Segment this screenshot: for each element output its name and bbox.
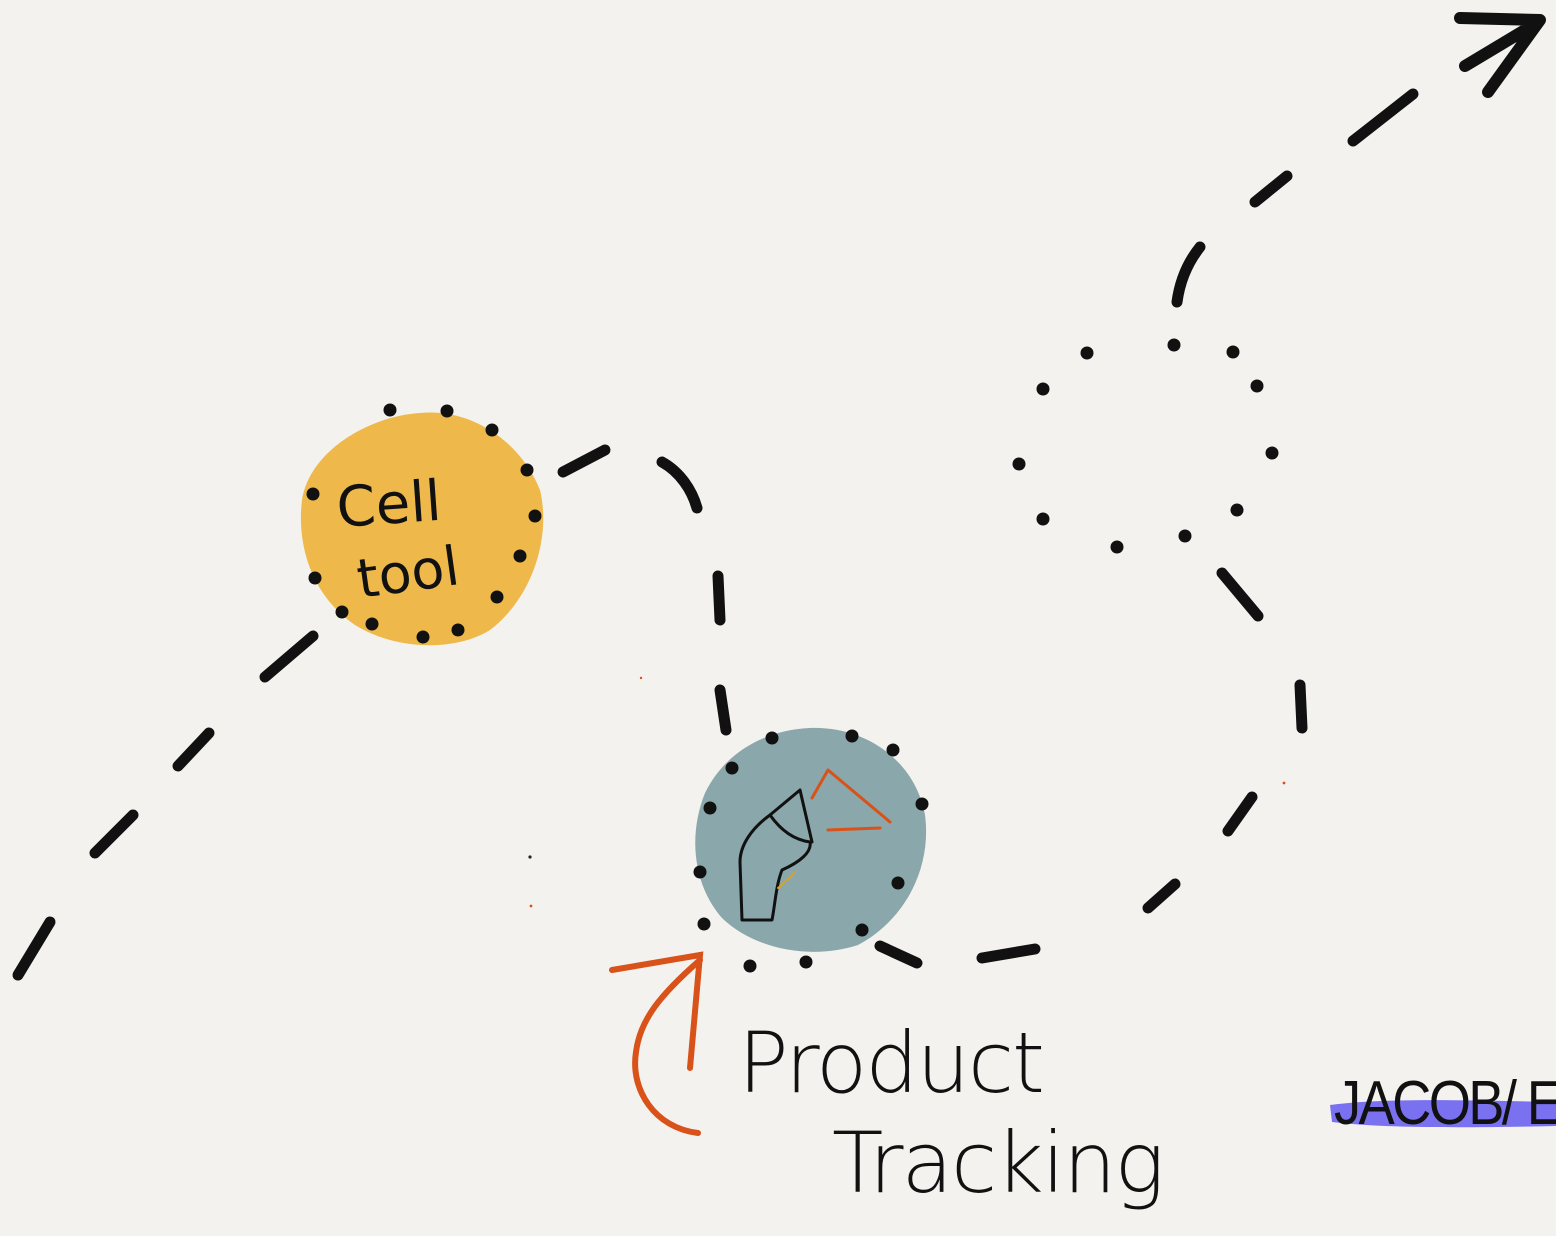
orange-pointer-arrow-icon: [609, 951, 704, 1136]
flag-icon: [738, 768, 892, 922]
journey-path-dashes: [12, 88, 1419, 981]
cell-tool-label-line2: tool: [353, 534, 463, 611]
cell-tool-blob: [300, 412, 544, 646]
cell-tool-dotted-ring: [306, 403, 542, 644]
cell-tool-label-line1: Cell: [334, 469, 443, 541]
product-tracking-label-line2: Tracking: [832, 1114, 1163, 1212]
paper-specks: [528, 676, 1286, 908]
cell-tool-node: Cell tool: [300, 403, 544, 646]
product-tracking-dotted-ring: [693, 729, 929, 973]
future-step-dotted-ring: [1012, 338, 1279, 554]
product-tracking-label-line1: Product: [738, 1014, 1043, 1112]
journey-arrow-head-icon: [1454, 12, 1546, 98]
artist-signature: JACOB/ EA: [1330, 1069, 1556, 1138]
signature-text: JACOB/ EA: [1334, 1069, 1556, 1138]
signature-highlight: [1330, 1100, 1556, 1128]
product-tracking-node: [693, 727, 929, 973]
